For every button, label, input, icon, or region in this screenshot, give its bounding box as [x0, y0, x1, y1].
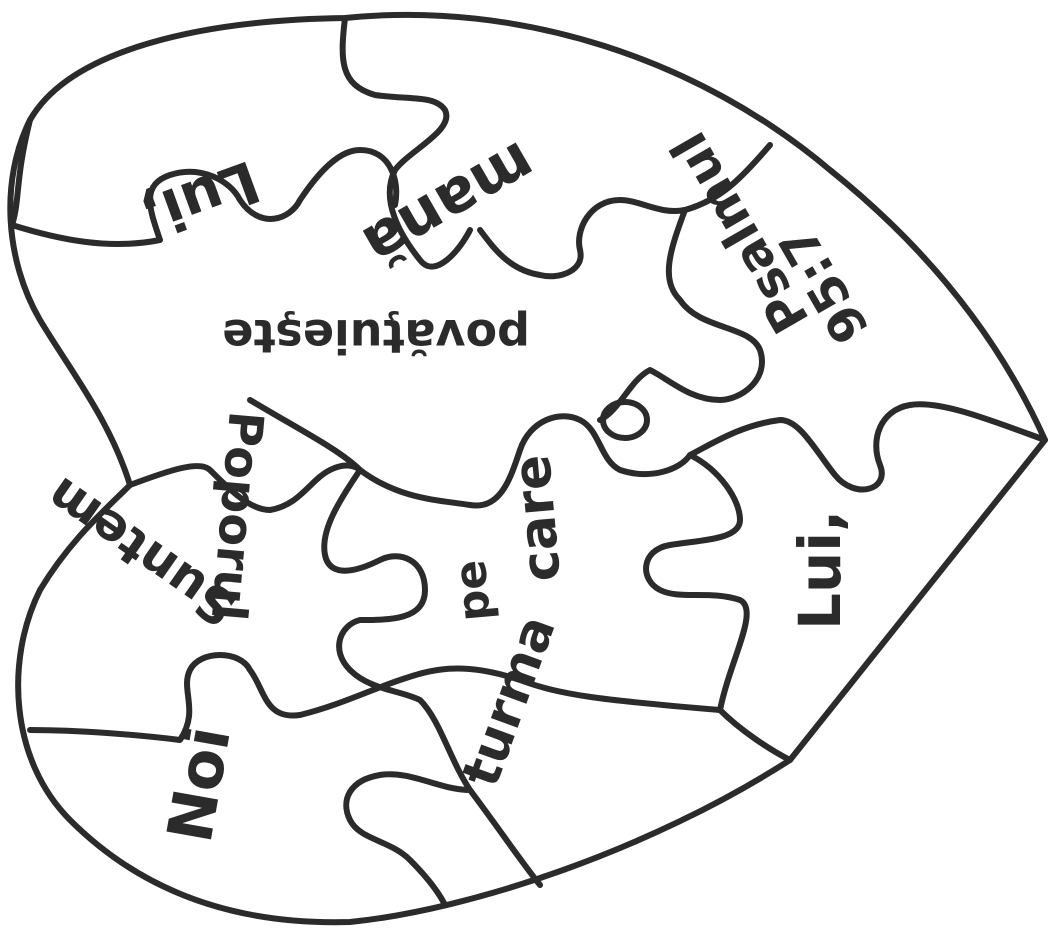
- word-care: care: [502, 453, 573, 585]
- seam-right-middle: [690, 404, 1045, 489]
- o-glyph-ring: [603, 402, 647, 438]
- seam-bottom-left: [30, 655, 720, 740]
- seam-bottom-mid: [346, 774, 470, 905]
- word-lui-right: Lui,: [786, 510, 854, 630]
- word-pe: pe: [445, 558, 501, 624]
- word-turma: turma: [451, 608, 568, 795]
- seam-bottom-right: [720, 710, 790, 760]
- word-povatuieste: povăţuieşte: [222, 309, 530, 363]
- word-lui-top: Lui,: [132, 147, 268, 252]
